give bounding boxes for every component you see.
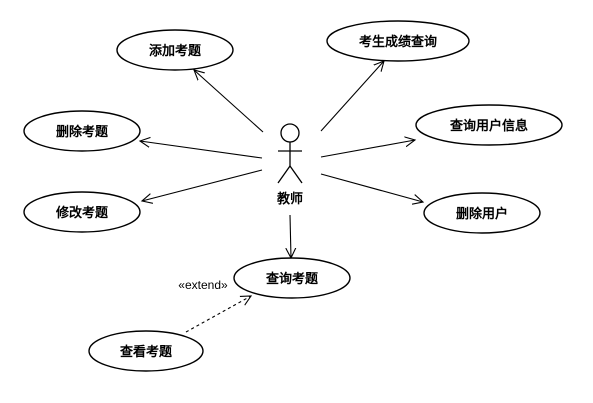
actor-leg-left	[277, 165, 291, 184]
extend-label: «extend»	[178, 278, 228, 292]
use-case-delete-question[interactable]: 删除考题	[23, 110, 141, 152]
use-case-add-question[interactable]: 添加考题	[116, 29, 234, 71]
use-case-label: 删除考题	[56, 124, 109, 140]
assoc-delete-question	[140, 141, 263, 159]
assoc-modify-question	[142, 169, 263, 201]
use-case-modify-question[interactable]: 修改考题	[23, 191, 141, 233]
actor-label: 教师	[276, 191, 303, 207]
use-case-delete-user[interactable]: 删除用户	[423, 192, 541, 234]
extend-relationship	[185, 296, 251, 333]
use-case-view-question[interactable]: 查看考题	[88, 330, 204, 372]
associations	[140, 61, 423, 333]
use-case-label: 查询用户信息	[449, 118, 528, 134]
use-case-score-query[interactable]: 考生成绩查询	[326, 20, 470, 62]
actor-head	[280, 123, 300, 143]
use-case-label: 考生成绩查询	[359, 34, 437, 50]
use-case-user-info-query[interactable]: 查询用户信息	[415, 104, 563, 146]
use-case-label: 查看考题	[119, 344, 173, 360]
actor-teacher[interactable]: 教师	[276, 123, 303, 207]
assoc-query-question	[290, 214, 291, 258]
assoc-delete-user	[320, 173, 423, 202]
use-case-label: 删除用户	[456, 206, 508, 222]
assoc-add-question	[194, 70, 264, 133]
assoc-score-query	[320, 61, 384, 132]
use-case-query-question[interactable]: 查询考题	[233, 257, 351, 299]
assoc-user-info-query	[320, 140, 415, 158]
use-case-label: 查询考题	[265, 271, 319, 287]
use-case-label: 添加考题	[149, 43, 202, 59]
actor-leg-right	[289, 165, 303, 184]
use-case-label: 修改考题	[55, 205, 109, 221]
